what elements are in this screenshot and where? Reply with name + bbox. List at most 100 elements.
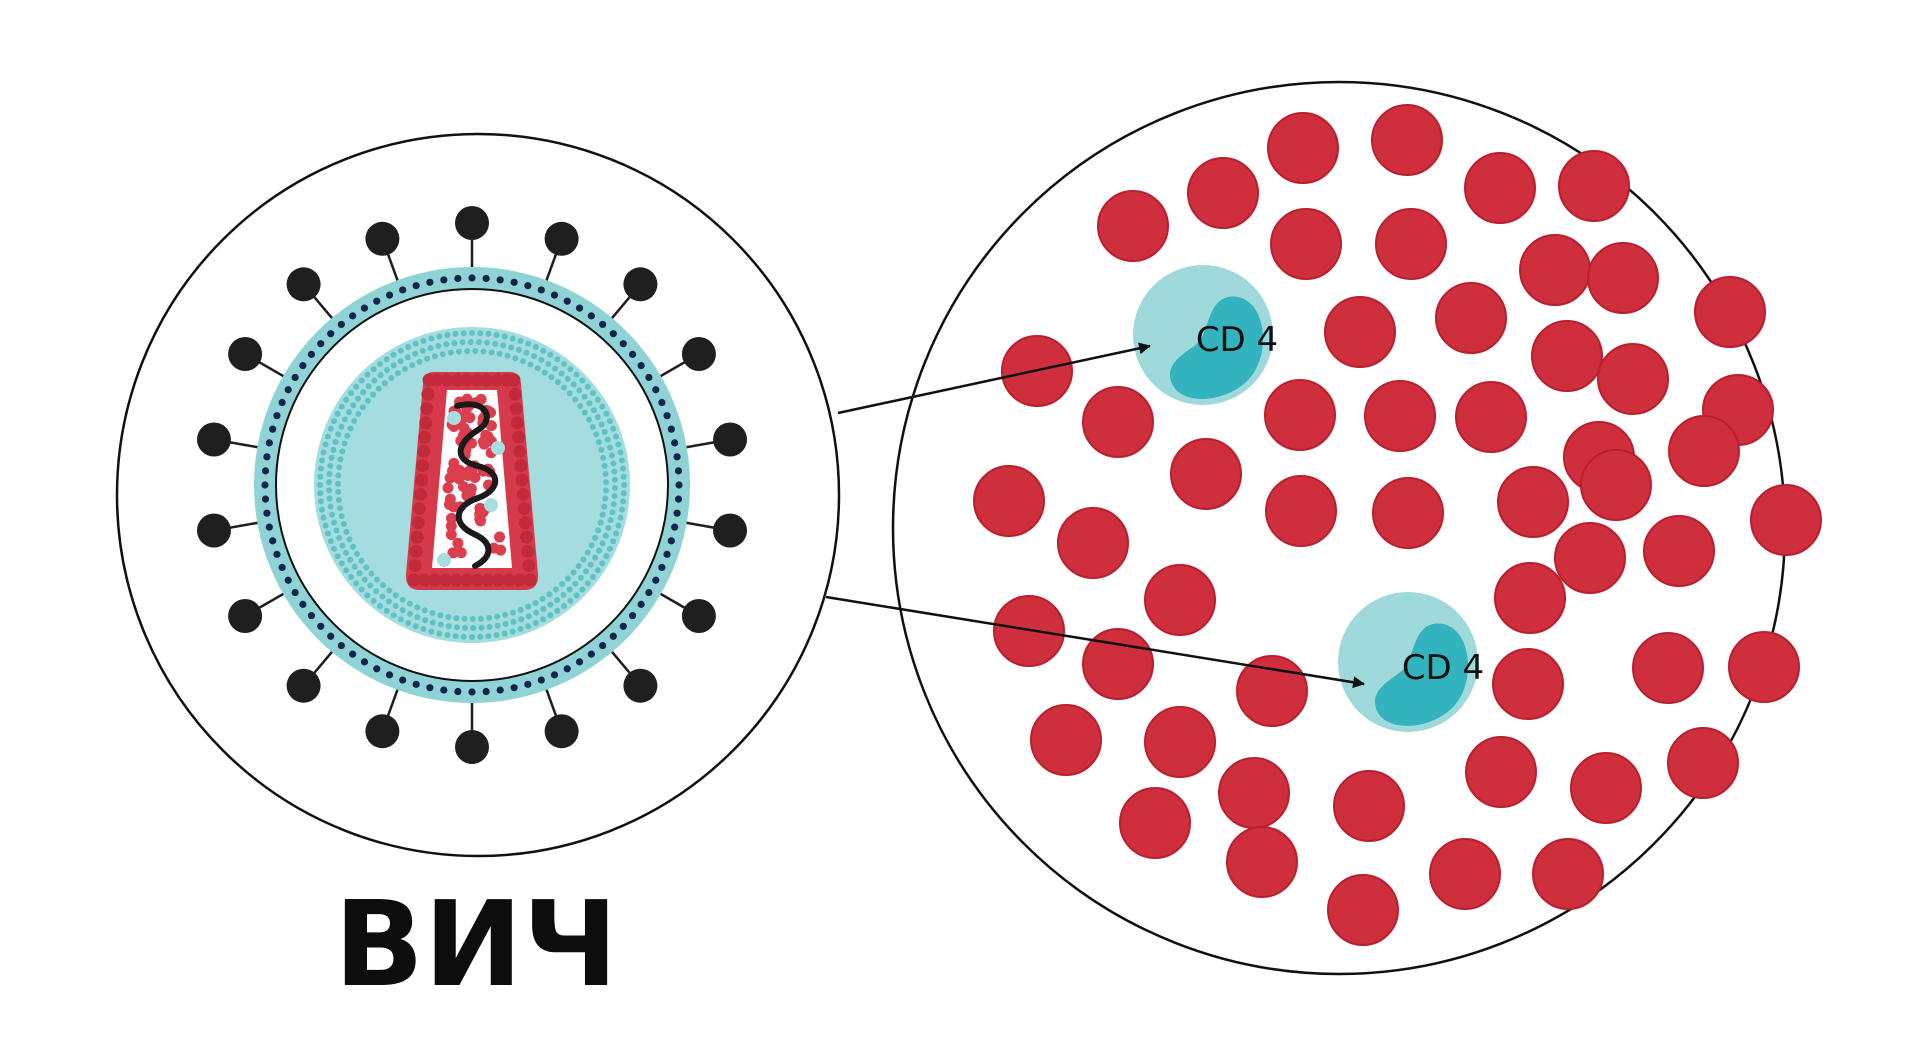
envelope-dot: [412, 282, 420, 290]
capsid-dot: [517, 626, 524, 633]
capsid-dot: [512, 355, 519, 362]
capsid-dot: [327, 462, 334, 469]
capsid-dot: [504, 352, 511, 359]
capsid-dot: [603, 553, 610, 560]
capsid-dot: [343, 567, 350, 574]
envelope-dot: [619, 340, 627, 348]
capsid-dot: [399, 596, 406, 603]
capsid-dot: [589, 423, 596, 430]
red-blood-cell: [1531, 320, 1603, 392]
capsid-dot: [428, 628, 435, 635]
capsid-dot: [525, 613, 532, 620]
core-dot: [444, 472, 456, 484]
capsid-dot: [554, 607, 561, 614]
envelope-dot: [349, 650, 357, 658]
capsid-dot: [412, 340, 419, 347]
capsid-dot: [339, 542, 346, 549]
capsid-dot: [470, 624, 477, 631]
capsid-dot: [598, 446, 605, 453]
cd4-cell-1: CD 4: [1133, 265, 1278, 405]
capsid-dot: [368, 570, 375, 577]
capsid-dot: [335, 480, 342, 487]
capsid-dot: [599, 560, 606, 567]
red-blood-cell: [973, 465, 1045, 537]
capsid-dot: [341, 416, 348, 423]
spike-knob: [623, 267, 658, 302]
envelope-dot: [663, 412, 671, 420]
envelope-dot: [317, 622, 325, 630]
capsid-dot: [620, 473, 627, 480]
core-rim-dot: [490, 373, 504, 387]
capsid-dot: [500, 342, 507, 349]
capsid-dot: [558, 370, 565, 377]
envelope-dot: [284, 576, 292, 584]
capsid-dot: [420, 337, 427, 344]
core-rim-dot: [510, 416, 524, 430]
capsid-dot: [594, 414, 601, 421]
envelope-dot: [261, 495, 270, 503]
capsid-dot: [540, 605, 547, 612]
capsid-dot: [397, 347, 404, 354]
core-dot: [458, 422, 470, 434]
envelope-protein-dots: [261, 274, 683, 696]
red-blood-cell: [1236, 655, 1308, 727]
envelope-dot: [658, 563, 666, 572]
capsid-dot: [477, 615, 484, 622]
capsid-dot: [361, 576, 368, 583]
capsid-dot: [326, 487, 333, 494]
spike-knob: [286, 668, 321, 703]
capsid-dot: [324, 530, 331, 537]
capsid-dot: [343, 528, 350, 535]
red-blood-cell: [1327, 874, 1399, 946]
core-rim-dot: [412, 502, 426, 516]
capsid-dot: [404, 354, 411, 361]
capsid-dot: [326, 479, 333, 486]
capsid-dot: [580, 556, 587, 563]
capsid-dot: [412, 623, 419, 630]
capsid-dot: [377, 372, 384, 379]
capsid-dot: [494, 613, 501, 620]
capsid-dot: [532, 599, 539, 606]
core-dot: [444, 493, 456, 505]
envelope-dot: [307, 350, 316, 358]
envelope-dot: [674, 495, 683, 503]
envelope-dot: [317, 340, 325, 348]
envelope-dot: [349, 312, 357, 320]
capsid-dot: [416, 358, 423, 365]
capsid-dot: [581, 393, 588, 400]
capsid-dot: [540, 616, 547, 623]
capsid-dot: [343, 549, 350, 556]
envelope-dot: [440, 276, 448, 284]
capsid-dot: [572, 580, 579, 587]
capsid-dot: [615, 441, 622, 448]
capsid-dot: [317, 490, 324, 497]
envelope-dot: [537, 286, 545, 294]
core-rim-dot: [514, 459, 528, 473]
core-rim-dot: [515, 473, 529, 487]
capsid-dot: [590, 407, 597, 414]
capsid-dot: [412, 350, 419, 357]
core-rim-dot: [518, 516, 532, 530]
red-blood-cell: [1570, 752, 1642, 824]
core-rim-dot: [517, 502, 531, 516]
core-rim-dot: [470, 573, 484, 587]
core-rim-dot: [413, 487, 427, 501]
core-rim-dot: [460, 373, 474, 387]
capsid-dot: [338, 403, 345, 410]
core-rim-dot: [480, 373, 494, 387]
core-rim-dot: [509, 402, 523, 416]
blood-sample-panel: CD 4 CD 4: [891, 80, 1822, 976]
capsid-dot: [552, 586, 559, 593]
capsid-dot: [547, 601, 554, 608]
core-dot: [448, 457, 460, 469]
envelope-dot: [373, 665, 381, 673]
virus-name-label: ВИЧ: [334, 875, 618, 1013]
red-blood-cell: [1371, 104, 1443, 176]
capsid-dot: [390, 351, 397, 358]
red-blood-cell: [1057, 507, 1129, 579]
capsid-dot: [617, 514, 624, 521]
core-rim-dot: [439, 573, 453, 587]
capsid-dot: [618, 506, 625, 513]
red-blood-cell: [1265, 475, 1337, 547]
capsid-dot: [586, 416, 593, 423]
